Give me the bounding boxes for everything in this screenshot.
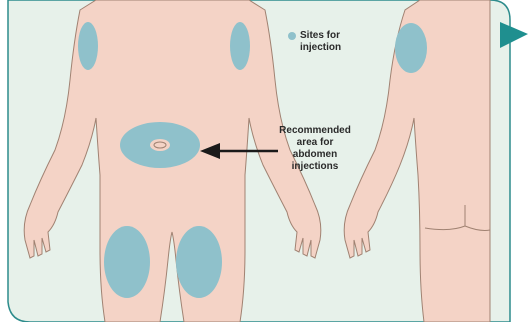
callout-line-4: injections xyxy=(270,161,360,173)
legend-line-2: injection xyxy=(300,42,370,54)
callout-label: Recommended area for abdomen injections xyxy=(270,125,360,173)
back-arm-site xyxy=(395,23,427,73)
accent-triangle xyxy=(500,22,528,48)
callout-line-2: area for xyxy=(270,137,360,149)
right-thigh-site xyxy=(176,226,222,298)
right-arm-site xyxy=(230,22,250,70)
legend-label: Sites for injection xyxy=(300,30,370,54)
left-thigh-site xyxy=(104,226,150,298)
callout-line-3: abdomen xyxy=(270,149,360,161)
legend-line-1: Sites for xyxy=(300,30,370,42)
callout-line-1: Recommended xyxy=(270,125,360,137)
left-arm-site xyxy=(78,22,98,70)
legend-dot xyxy=(288,32,296,40)
